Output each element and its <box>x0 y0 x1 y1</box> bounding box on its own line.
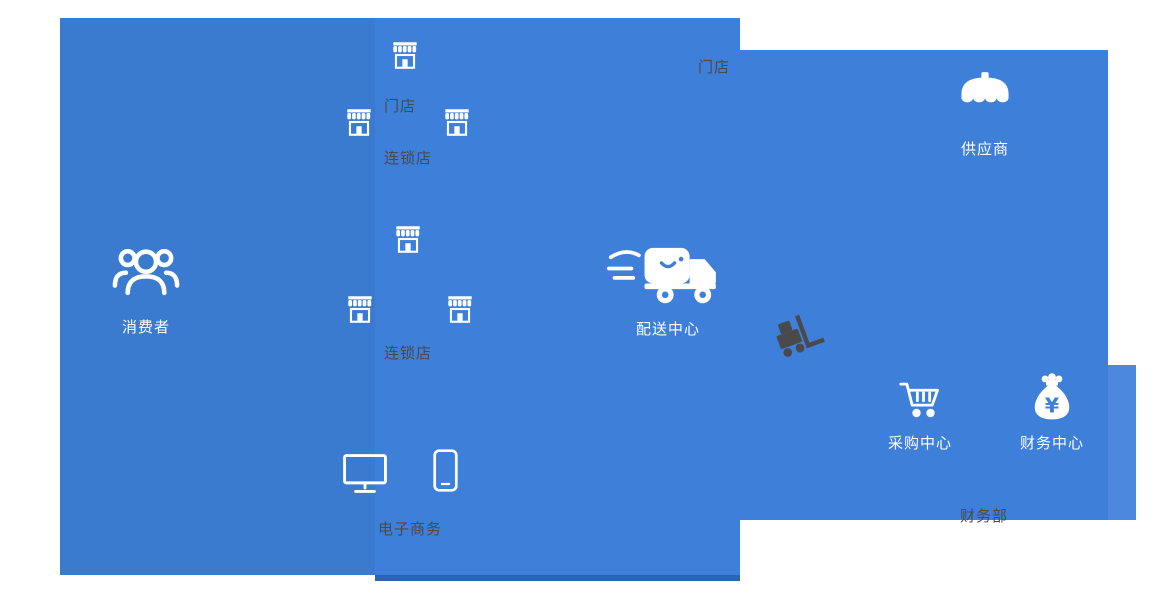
blue-panel-right-extension <box>1108 365 1136 520</box>
storefront-icon <box>391 222 425 256</box>
storefront-icon <box>343 292 377 326</box>
desktop-monitor-icon <box>342 452 388 495</box>
blue-panel-bottom-strip <box>375 573 740 581</box>
node-supplier: 供应商 <box>935 72 1035 159</box>
blue-panel-right <box>740 50 1108 520</box>
consumers-label: 消费者 <box>121 319 170 336</box>
finance-center-label: 财务中心 <box>1019 435 1084 452</box>
node-distribution-center: 配送中心 <box>600 242 736 339</box>
node-finance-center: ¥ 财务中心 <box>1002 372 1102 453</box>
storefront-icon <box>388 38 422 72</box>
people-group-icon <box>111 238 181 302</box>
storefront-icon <box>443 292 477 326</box>
label-finance-dept: 财务部 <box>960 508 1009 525</box>
label-store-right: 门店 <box>698 59 731 76</box>
label-store-left: 门店 <box>384 98 417 115</box>
forklift-icon <box>766 304 834 366</box>
money-bag-yen-icon: ¥ <box>1030 372 1074 422</box>
label-chain-store-top: 连锁店 <box>384 150 433 167</box>
supplier-label: 供应商 <box>960 141 1009 158</box>
smartphone-icon <box>432 448 459 493</box>
node-purchasing-center: 采购中心 <box>870 378 970 453</box>
storefront-icon <box>440 105 474 139</box>
storefront-icon <box>342 105 376 139</box>
delivery-truck-icon <box>607 242 729 310</box>
node-consumers: 消费者 <box>96 238 196 337</box>
awning-icon <box>956 72 1014 112</box>
label-chain-store-bottom: 连锁店 <box>384 345 433 362</box>
purchasing-center-label: 采购中心 <box>887 435 952 452</box>
svg-text:¥: ¥ <box>1045 394 1060 418</box>
shopping-cart-icon <box>898 378 942 420</box>
blue-panel-left <box>60 18 375 575</box>
label-ecommerce: 电子商务 <box>378 521 443 538</box>
distribution-center-label: 配送中心 <box>635 321 700 338</box>
